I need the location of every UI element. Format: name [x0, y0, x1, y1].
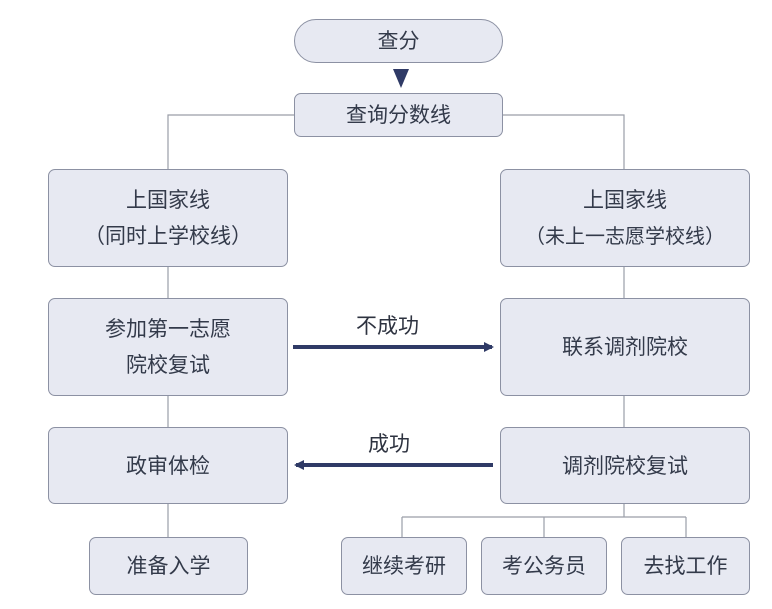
left-branch-node: 上国家线 （同时上学校线）: [48, 169, 288, 267]
query-score-line-label: 查询分数线: [346, 103, 451, 127]
query-score-line-node: 查询分数线: [294, 93, 503, 137]
left-branch-line2: （同时上学校线）: [84, 224, 252, 248]
adjust-interview-label: 调剂院校复试: [562, 453, 688, 478]
find-job-node: 去找工作: [621, 537, 750, 595]
contact-adjust-label: 联系调剂院校: [562, 335, 688, 359]
first-choice-line2: 院校复试: [126, 353, 210, 377]
political-review-label: 政审体检: [126, 453, 210, 478]
connector-query-to-right: [503, 114, 625, 169]
enroll-node: 准备入学: [89, 537, 248, 595]
left-branch-line1: 上国家线: [126, 188, 210, 212]
continue-study-label: 继续考研: [362, 554, 446, 578]
start-label: 查分: [377, 29, 420, 53]
start-node: 查分: [294, 19, 503, 63]
edge-label-success: 成功: [368, 432, 410, 456]
first-choice-interview-node: 参加第一志愿 院校复试: [48, 298, 288, 396]
civil-service-label: 考公务员: [502, 554, 586, 578]
first-choice-line1: 参加第一志愿: [105, 317, 231, 341]
connector-query-to-left: [167, 114, 294, 169]
political-review-node: 政审体检: [48, 427, 288, 504]
arrow-start-to-query: [393, 69, 409, 88]
find-job-label: 去找工作: [643, 554, 728, 578]
adjust-interview-node: 调剂院校复试: [500, 427, 750, 504]
edge-label-fail: 不成功: [356, 314, 419, 338]
enroll-label: 准备入学: [126, 554, 211, 578]
right-branch-line1: 上国家线: [583, 188, 667, 212]
continue-study-node: 继续考研: [341, 537, 467, 595]
civil-service-node: 考公务员: [481, 537, 607, 595]
contact-adjust-node: 联系调剂院校: [500, 298, 750, 396]
right-branch-node: 上国家线 （未上一志愿学校线）: [500, 169, 750, 267]
right-branch-line2: （未上一志愿学校线）: [525, 224, 725, 248]
